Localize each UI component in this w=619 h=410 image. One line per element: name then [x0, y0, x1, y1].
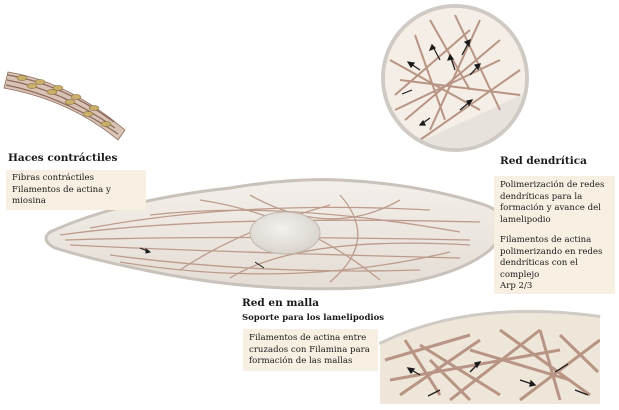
dendritic-p1-line-1: Polimerización de redes [500, 180, 609, 192]
dendritic-p2-line-1: Filamentos de actina [500, 235, 609, 247]
dendritic-paragraph-1: Polimerización de redes dendríticas para… [500, 180, 609, 226]
dendritic-description: Polimerización de redes dendríticas para… [494, 176, 615, 294]
contractile-line-1: Fibras contráctiles [12, 173, 140, 185]
dendritic-p2-line-2: polimerizando en redes [500, 247, 609, 259]
contractile-line-2: Filamentos de actina y [12, 185, 140, 197]
dendritic-p2-line-3: dendríticas con el complejo [500, 258, 609, 281]
dendritic-p1-line-2: dendríticas para la [500, 192, 609, 204]
mesh-line-3: formación de las mallas [249, 356, 372, 368]
contractile-title: Haces contráctiles [8, 152, 117, 164]
dendritic-p1-line-4: lamelipodio [500, 215, 609, 227]
mesh-subtitle: Soporte para los lamelipodios [242, 313, 384, 323]
contractile-bundle-image [4, 72, 125, 140]
mesh-network-image [380, 300, 600, 410]
dendritic-network-image [380, 5, 530, 160]
dendritic-paragraph-2: Filamentos de actina polimerizando en re… [500, 235, 609, 293]
mesh-title: Red en malla [242, 297, 319, 309]
dendritic-p1-line-3: formación y avance del [500, 203, 609, 215]
mesh-line-2: cruzados con Filamina para [249, 345, 372, 357]
mesh-line-1: Filamentos de actina entre [249, 333, 372, 345]
contractile-description: Fibras contráctiles Filamentos de actina… [6, 170, 146, 210]
mesh-description: Filamentos de actina entre cruzados con … [243, 329, 378, 371]
dendritic-title: Red dendrítica [500, 155, 587, 167]
dendritic-p2-line-4: Arp 2/3 [500, 281, 609, 293]
contractile-line-3: miosina [12, 196, 140, 208]
